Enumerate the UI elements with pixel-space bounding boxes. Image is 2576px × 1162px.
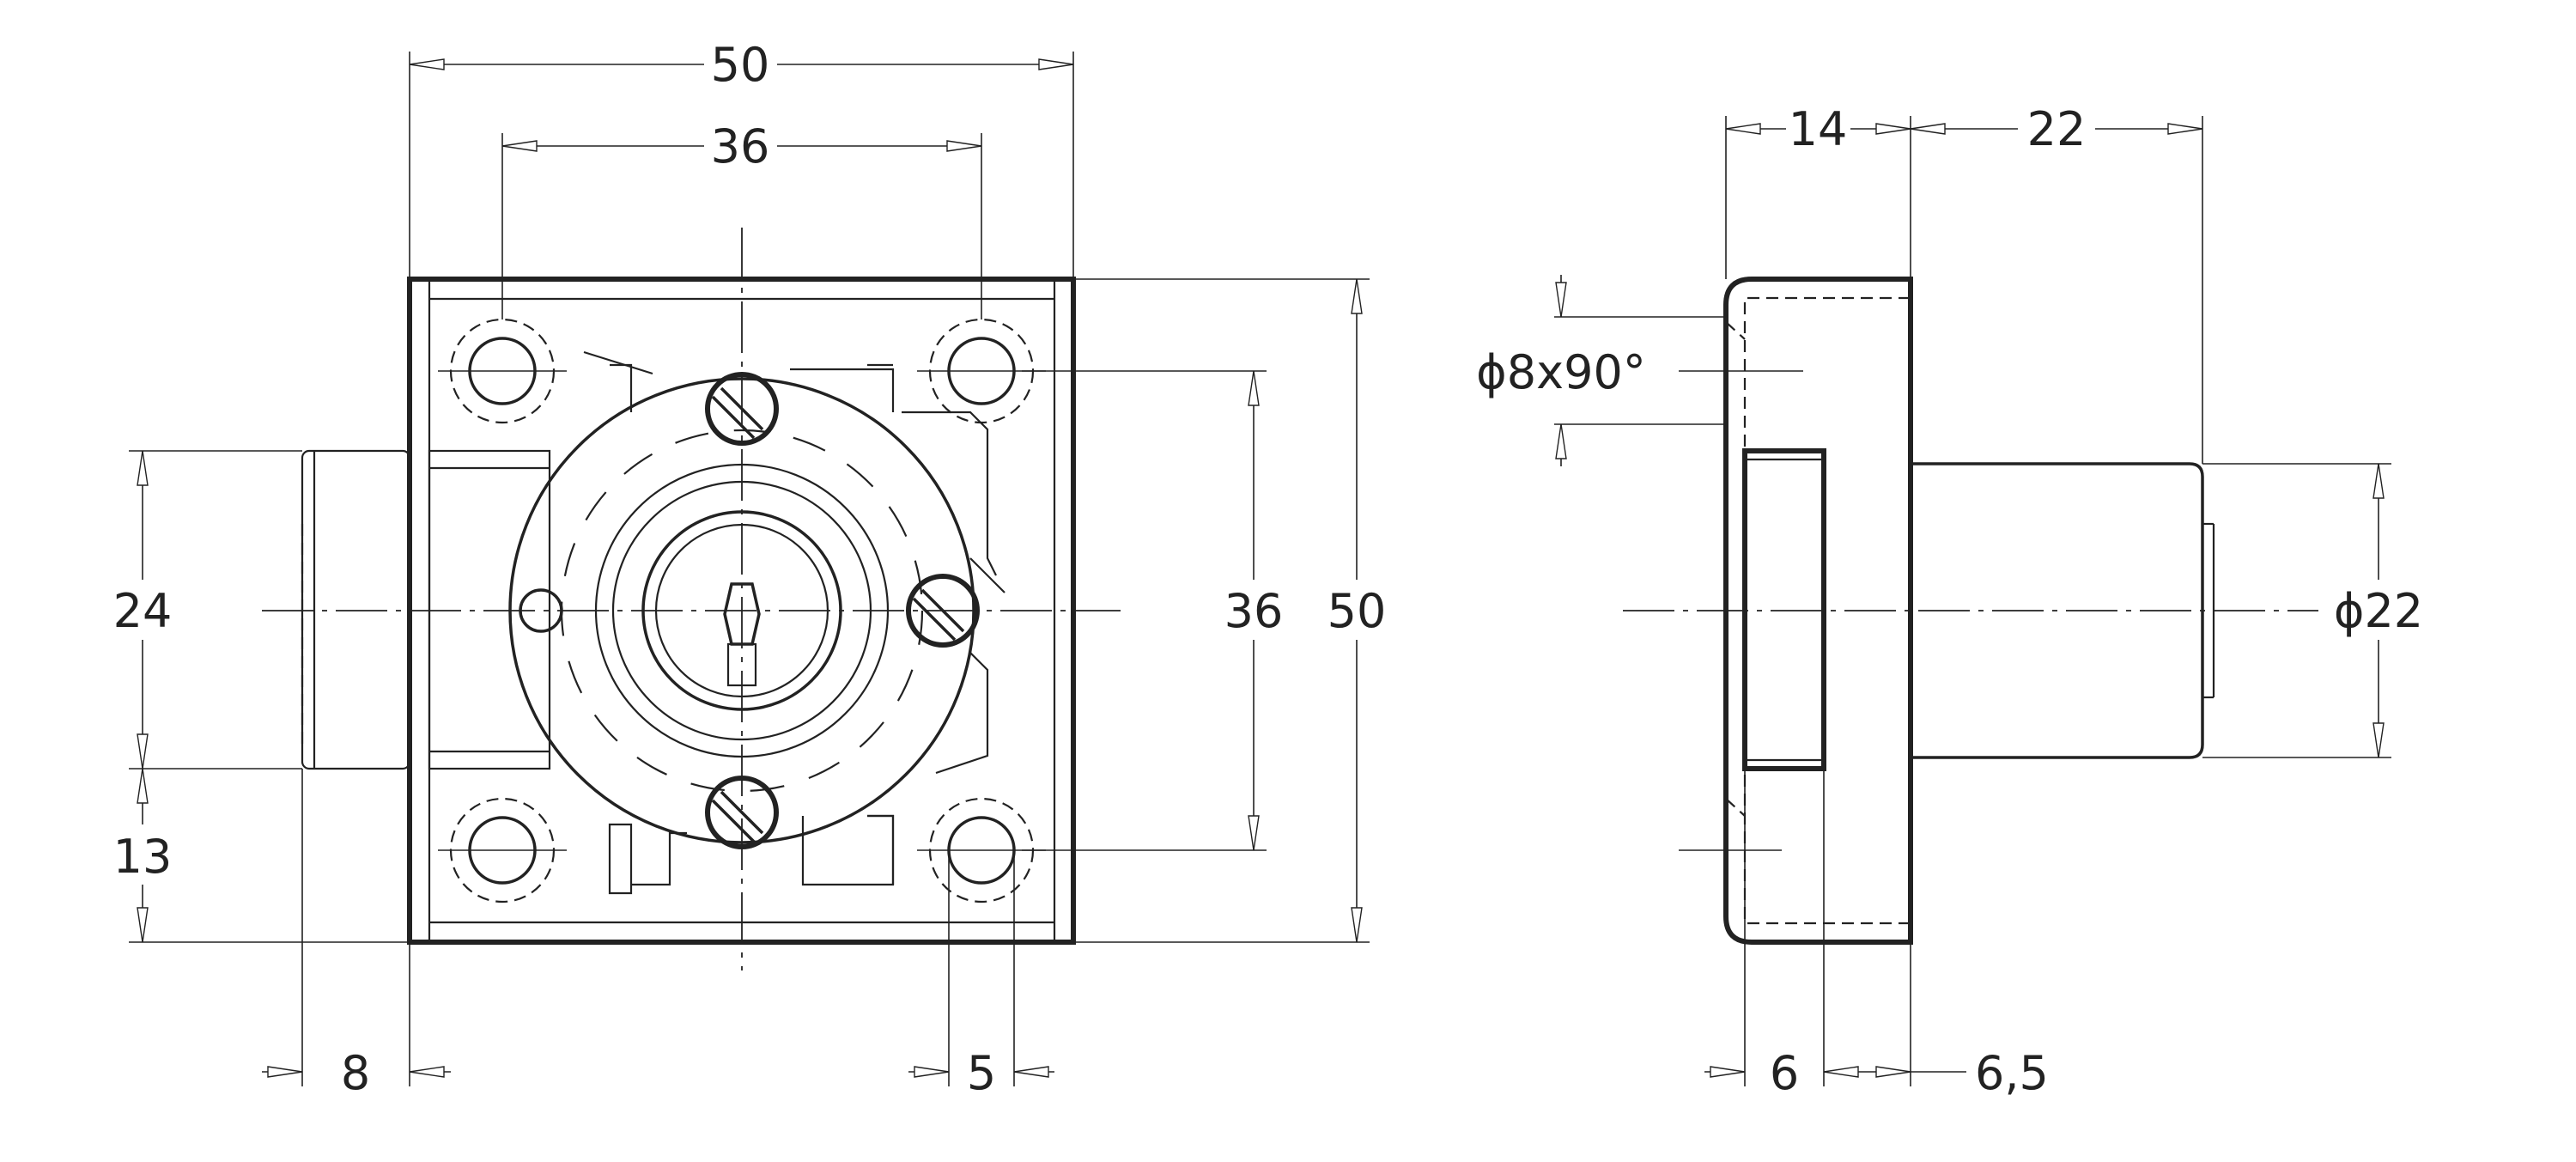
mounting-hole-bottom-left (438, 797, 567, 903)
dim-label-countersink: ϕ8x90° (1476, 345, 1646, 399)
dim-body-depth: 14 (1725, 102, 1911, 279)
dim-label-body-depth: 14 (1789, 102, 1848, 156)
dim-hole-spacing-horizontal: 36 (501, 119, 982, 319)
dim-countersink: ϕ8x90° (1476, 275, 1726, 466)
side-body-outline (1723, 277, 1913, 945)
dim-label-bolt-projection: 8 (341, 1046, 370, 1100)
dim-bottom-offset: 13 (113, 768, 410, 943)
dim-label-plate-thickness: 6,5 (1975, 1046, 2049, 1100)
screw-right (906, 574, 980, 648)
screw-top (705, 372, 779, 446)
side-inner-plate (1742, 448, 1826, 771)
dim-label-cylinder-length: 22 (2027, 102, 2087, 156)
dim-bolt-height: 24 (113, 450, 302, 770)
pin-left (519, 588, 563, 633)
key-slot (723, 582, 761, 687)
side-cylinder (1911, 462, 2204, 759)
front-view: 50 36 36 (113, 38, 1387, 1100)
dim-label-plate-offset: 6 (1770, 1046, 1799, 1100)
side-view: 14 22 ϕ8x90° ϕ2 (1476, 102, 2423, 1100)
dim-label-bottom-offset: 13 (113, 830, 173, 884)
bolt (301, 449, 551, 770)
dim-label-hole-spacing-vertical: 36 (1224, 584, 1284, 638)
dim-cylinder-length: 22 (1910, 102, 2203, 464)
dim-label-hole-edge-offset: 5 (967, 1046, 996, 1100)
dim-plate-offset: 6 (1704, 769, 1825, 1100)
dim-body-width: 50 (409, 38, 1074, 279)
dim-bolt-projection: 8 (262, 769, 451, 1100)
dim-label-body-height: 50 (1327, 584, 1387, 638)
dim-label-cylinder-diameter: ϕ22 (2334, 584, 2423, 638)
mounting-hole-top-left (438, 318, 567, 424)
dim-body-height: 50 (1073, 278, 1387, 943)
dim-plate-thickness: 6,5 (1823, 942, 2049, 1100)
screw-bottom (705, 776, 779, 849)
dim-label-hole-spacing-horizontal: 36 (711, 119, 770, 173)
dim-cylinder-diameter: ϕ22 (2202, 463, 2423, 758)
internal-mechanism (583, 350, 1005, 895)
dim-label-body-width: 50 (711, 38, 770, 92)
dim-hole-spacing-vertical: 36 (1022, 370, 1284, 851)
dim-label-bolt-height: 24 (113, 584, 173, 638)
dim-hole-edge-offset: 5 (908, 850, 1054, 1100)
